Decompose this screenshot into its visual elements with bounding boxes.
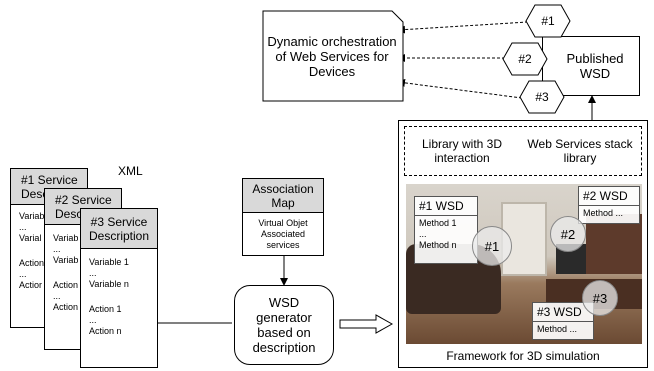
wsd1-title: #1 WSD <box>415 197 477 216</box>
sd2-line: ... <box>53 244 61 254</box>
xml-label: XML <box>118 164 143 178</box>
wsd1-method: ... <box>419 229 427 239</box>
sd1-line: Action <box>19 258 45 268</box>
sd2-line: Action <box>53 302 79 312</box>
orchestration-text: Dynamic orchestration of Web Services fo… <box>267 33 397 79</box>
sd1-line: Varial <box>19 233 42 243</box>
wsd2-method: Method ... <box>583 208 624 218</box>
wsd-generator: WSD generator based on description <box>234 285 334 365</box>
libraries-dashed-box <box>404 126 642 176</box>
hexagon-1-label: #1 <box>541 14 555 28</box>
sd2-line: ... <box>53 291 61 301</box>
wsd2-title: #2 WSD <box>579 187 639 206</box>
sd3-line: Variable 1 <box>89 257 129 267</box>
service-description-3: #3 Service Description Variable 1 ... Va… <box>80 208 158 368</box>
device-marker-3: #3 <box>582 280 618 316</box>
wsd3-method: Method ... <box>537 324 578 334</box>
hexagon-3-label: #3 <box>535 90 549 104</box>
association-map-title: Association Map <box>243 179 323 213</box>
wsd1-method: Method n <box>419 240 457 250</box>
sd1-line: ... <box>19 222 27 232</box>
web-services-stack-library: Web Services stack library <box>527 137 633 165</box>
hollow-arrow <box>339 314 394 334</box>
sd2-line: Action <box>53 280 79 290</box>
wsd1-overlay: #1 WSD Method 1 ... Method n <box>414 196 478 264</box>
arrow-hex3-orchestration <box>397 78 523 99</box>
framework-caption: Framework for 3D simulation <box>446 349 600 363</box>
hexagon-1 <box>525 4 571 38</box>
association-map: Association Map Virtual Objet Associated… <box>242 178 324 256</box>
hexagon-3 <box>519 80 565 114</box>
sd3-line: Action 1 <box>89 304 122 314</box>
service-description-3-title: #3 Service Description <box>81 209 157 249</box>
sd3-line: ... <box>89 315 97 325</box>
wsd2-overlay: #2 WSD Method ... <box>578 186 640 224</box>
sd1-line: Actior <box>19 280 43 290</box>
wsd3-title: #3 WSD <box>533 303 593 322</box>
orchestration-shape <box>262 10 404 102</box>
sd2-line: Variab <box>53 255 79 265</box>
sd2-line: Variab <box>53 233 79 243</box>
sd3-line: Action n <box>89 326 122 336</box>
hexagon-2 <box>502 42 548 76</box>
shelf <box>586 214 642 274</box>
sd1-line: ... <box>19 269 27 279</box>
library-3d-interaction: Library with 3D interaction <box>421 137 503 165</box>
hexagon-2-label: #2 <box>518 52 532 66</box>
association-map-body: Virtual Objet Associated services <box>258 217 308 250</box>
wsd1-method: Method 1 <box>419 218 457 228</box>
wsd3-overlay: #3 WSD Method ... <box>532 302 594 340</box>
sd3-line: ... <box>89 268 97 278</box>
device-marker-1: #1 <box>472 226 512 266</box>
arrow-hex1-orchestration <box>397 21 529 34</box>
device-marker-2: #2 <box>550 216 586 252</box>
sd3-line: Variable n <box>89 279 129 289</box>
sd1-line: Variab <box>19 211 45 221</box>
